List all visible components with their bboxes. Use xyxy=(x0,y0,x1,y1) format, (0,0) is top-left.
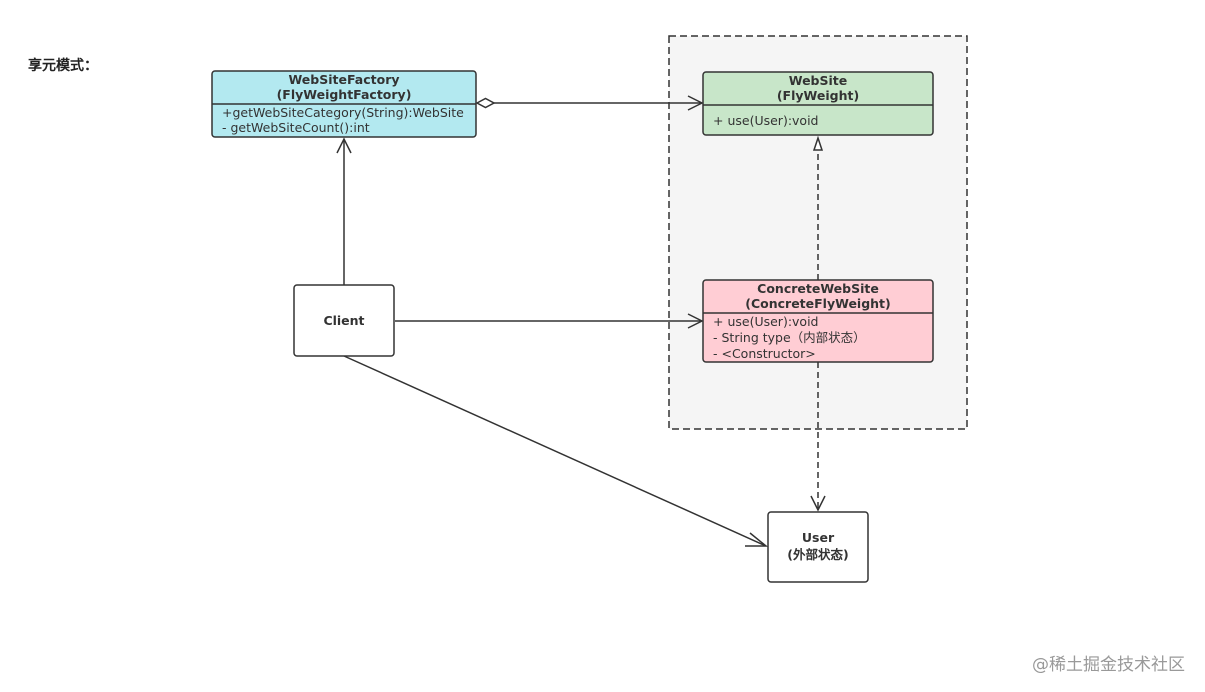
class-note: (外部状态) xyxy=(787,547,848,562)
class-client[interactable]: Client xyxy=(293,284,395,357)
class-stereotype: (ConcreteFlyWeight) xyxy=(745,296,891,311)
class-website[interactable]: WebSite (FlyWeight) + use(User):void xyxy=(702,71,934,136)
class-user[interactable]: User (外部状态) xyxy=(767,511,869,583)
class-name: ConcreteWebSite xyxy=(757,281,879,296)
class-member: + use(User):void xyxy=(713,314,818,329)
class-name: User xyxy=(802,530,835,545)
aggregation-factory-website xyxy=(475,95,704,111)
class-member: + use(User):void xyxy=(713,113,818,128)
association-client-concrete xyxy=(395,313,704,329)
class-websitefactory[interactable]: WebSiteFactory (FlyWeightFactory) +getWe… xyxy=(211,70,477,138)
association-client-factory xyxy=(336,137,352,285)
diagram-title: 享元模式： xyxy=(28,58,98,74)
dependency-concrete-user xyxy=(810,362,826,512)
class-stereotype: (FlyWeightFactory) xyxy=(277,87,412,102)
association-client-user xyxy=(343,355,769,547)
class-name: Client xyxy=(323,313,364,328)
class-concretewebsite[interactable]: ConcreteWebSite (ConcreteFlyWeight) + us… xyxy=(702,279,934,363)
class-member: - <Constructor> xyxy=(713,346,816,361)
realization-concrete-website xyxy=(812,135,824,280)
class-name: WebSiteFactory xyxy=(288,72,399,87)
class-member: +getWebSiteCategory(String):WebSite xyxy=(222,105,464,120)
watermark: @稀土掘金技术社区 xyxy=(1032,655,1185,675)
class-stereotype: (FlyWeight) xyxy=(777,88,859,103)
class-member: - getWebSiteCount():int xyxy=(222,120,370,135)
class-member: - String type（内部状态） xyxy=(713,330,866,345)
class-name: WebSite xyxy=(789,73,848,88)
